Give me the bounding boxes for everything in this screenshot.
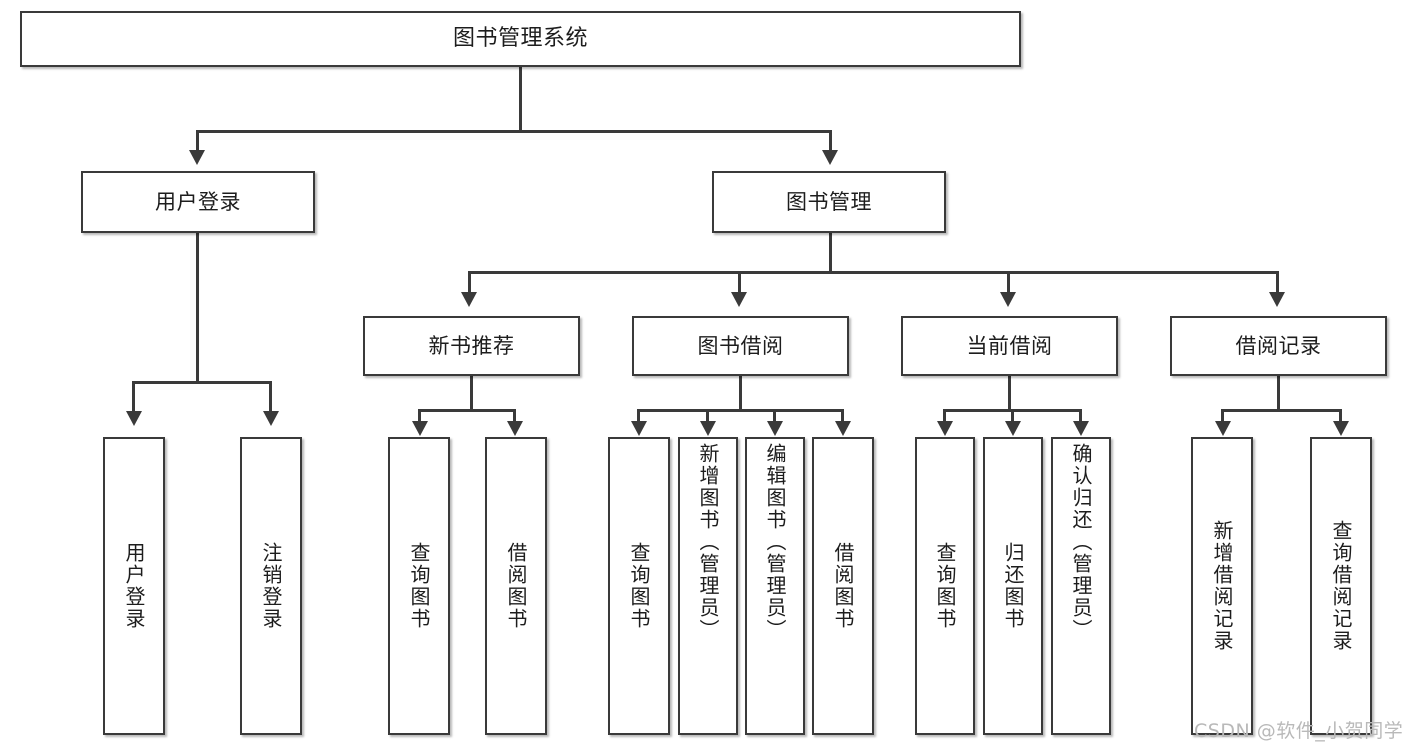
connector-new-book-rec-bus <box>418 409 516 412</box>
connector-user-login-bus <box>132 381 272 384</box>
arrowhead-leaf-query-record <box>1333 421 1349 436</box>
node-label: 图书借阅 <box>697 333 784 358</box>
node-label: 用户登录 <box>122 542 146 630</box>
connector-to-book-borrow <box>738 271 741 294</box>
connector-borrow-record-bus <box>1221 409 1341 412</box>
node-label: 新增借阅记录 <box>1210 520 1234 652</box>
arrowhead-leaf-query-book-b <box>631 421 647 436</box>
connector-root-bus <box>196 130 832 133</box>
arrowhead-leaf-query-book-a <box>412 421 428 436</box>
connector-current-borrow-leaf-3 <box>1079 409 1082 423</box>
node-user-login[interactable]: 用户登录 <box>81 171 315 233</box>
arrowhead-leaf-query-book-c <box>937 421 953 436</box>
leaf-query-book-current[interactable]: 查询图书 <box>915 437 975 735</box>
connector-book-borrow-leaf-2 <box>706 409 709 423</box>
node-label: 新书推荐 <box>428 333 515 358</box>
leaf-return-book[interactable]: 归还图书 <box>983 437 1043 735</box>
node-label: 当前借阅 <box>966 333 1053 358</box>
leaf-edit-book-admin[interactable]: 编辑图书（管理员） <box>745 437 805 735</box>
leaf-user-login[interactable]: 用户登录 <box>103 437 165 735</box>
node-label: 图书管理 <box>786 189 872 214</box>
node-book-management[interactable]: 图书管理 <box>712 171 946 233</box>
connector-borrow-record-leaf-1 <box>1221 409 1224 423</box>
arrowhead-leaf-return-book <box>1005 421 1021 436</box>
node-label: 查询图书 <box>933 542 957 630</box>
node-label: 归还图书 <box>1001 542 1025 630</box>
connector-current-borrow-leaf-2 <box>1011 409 1014 423</box>
connector-root-stem <box>519 67 522 130</box>
node-label: 借阅图书 <box>831 542 855 630</box>
arrowhead-leaf-add-book <box>700 421 716 436</box>
connector-book-borrow-bus <box>637 409 843 412</box>
connector-current-borrow-leaf-1 <box>943 409 946 423</box>
node-label: 借阅记录 <box>1235 333 1322 358</box>
arrowhead-current-borrow <box>1000 292 1016 307</box>
leaf-query-borrowing-record[interactable]: 查询借阅记录 <box>1310 437 1372 735</box>
arrowhead-leaf-borrow-book-a <box>507 421 523 436</box>
connector-new-book-rec-leaf-1 <box>418 409 421 423</box>
node-borrowing-record[interactable]: 借阅记录 <box>1170 316 1387 376</box>
node-label: 查询图书 <box>627 542 651 630</box>
connector-book-borrow-leaf-1 <box>637 409 640 423</box>
leaf-borrow-book[interactable]: 借阅图书 <box>812 437 874 735</box>
connector-book-borrow-leaf-3 <box>773 409 776 423</box>
connector-to-current-borrow <box>1007 271 1010 294</box>
arrowhead-leaf-user-login <box>126 411 142 426</box>
arrowhead-leaf-borrow-book-b <box>835 421 851 436</box>
connector-book-borrow-stem <box>739 376 742 411</box>
connector-borrow-record-leaf-2 <box>1339 409 1342 423</box>
node-label: 查询借阅记录 <box>1329 520 1353 652</box>
leaf-confirm-return-admin[interactable]: 确认归还（管理员） <box>1051 437 1111 735</box>
node-label: 确认归还（管理员） <box>1069 443 1093 641</box>
connector-user-login-leaf-2 <box>269 381 272 414</box>
node-current-borrowing[interactable]: 当前借阅 <box>901 316 1118 376</box>
connector-new-book-rec-leaf-2 <box>513 409 516 423</box>
watermark: CSDN @软件_小贺同学 <box>1194 720 1404 742</box>
connector-root-to-user-login <box>196 130 199 152</box>
node-label: 图书管理系统 <box>452 26 588 52</box>
leaf-add-borrowing-record[interactable]: 新增借阅记录 <box>1191 437 1253 735</box>
arrowhead-book-borrow <box>731 292 747 307</box>
node-label: 查询图书 <box>407 542 431 630</box>
arrowhead-borrow-record <box>1269 292 1285 307</box>
arrowhead-leaf-edit-book <box>767 421 783 436</box>
node-book-borrowing[interactable]: 图书借阅 <box>632 316 849 376</box>
connector-current-borrow-stem <box>1008 376 1011 411</box>
arrowhead-user-login <box>189 150 205 165</box>
arrowhead-new-book-rec <box>461 292 477 307</box>
connector-root-to-book-mgmt <box>829 130 832 152</box>
node-root-book-management-system[interactable]: 图书管理系统 <box>20 11 1021 67</box>
connector-user-login-leaf-1 <box>132 381 135 414</box>
leaf-borrow-book-recommendation[interactable]: 借阅图书 <box>485 437 547 735</box>
arrowhead-leaf-confirm-return <box>1073 421 1089 436</box>
leaf-query-book-borrowing[interactable]: 查询图书 <box>608 437 670 735</box>
arrowhead-leaf-logout <box>263 411 279 426</box>
node-label: 编辑图书（管理员） <box>763 443 787 641</box>
arrowhead-leaf-add-record <box>1215 421 1231 436</box>
connector-new-book-rec-stem <box>470 376 473 411</box>
node-label: 借阅图书 <box>504 542 528 630</box>
connector-book-mgmt-stem <box>829 233 832 273</box>
leaf-query-book-recommendation[interactable]: 查询图书 <box>388 437 450 735</box>
node-label: 注销登录 <box>259 542 283 630</box>
arrowhead-book-mgmt <box>822 150 838 165</box>
connector-to-borrow-record <box>1276 271 1279 294</box>
node-new-book-recommendation[interactable]: 新书推荐 <box>363 316 580 376</box>
connector-book-mgmt-bus <box>468 271 1278 274</box>
connector-to-new-book-rec <box>468 271 471 294</box>
connector-borrow-record-stem <box>1277 376 1280 411</box>
leaf-add-book-admin[interactable]: 新增图书（管理员） <box>678 437 738 735</box>
node-label: 新增图书（管理员） <box>696 443 720 641</box>
leaf-logout[interactable]: 注销登录 <box>240 437 302 735</box>
connector-book-borrow-leaf-4 <box>841 409 844 423</box>
node-label: 用户登录 <box>155 189 241 214</box>
connector-user-login-stem <box>196 233 199 383</box>
